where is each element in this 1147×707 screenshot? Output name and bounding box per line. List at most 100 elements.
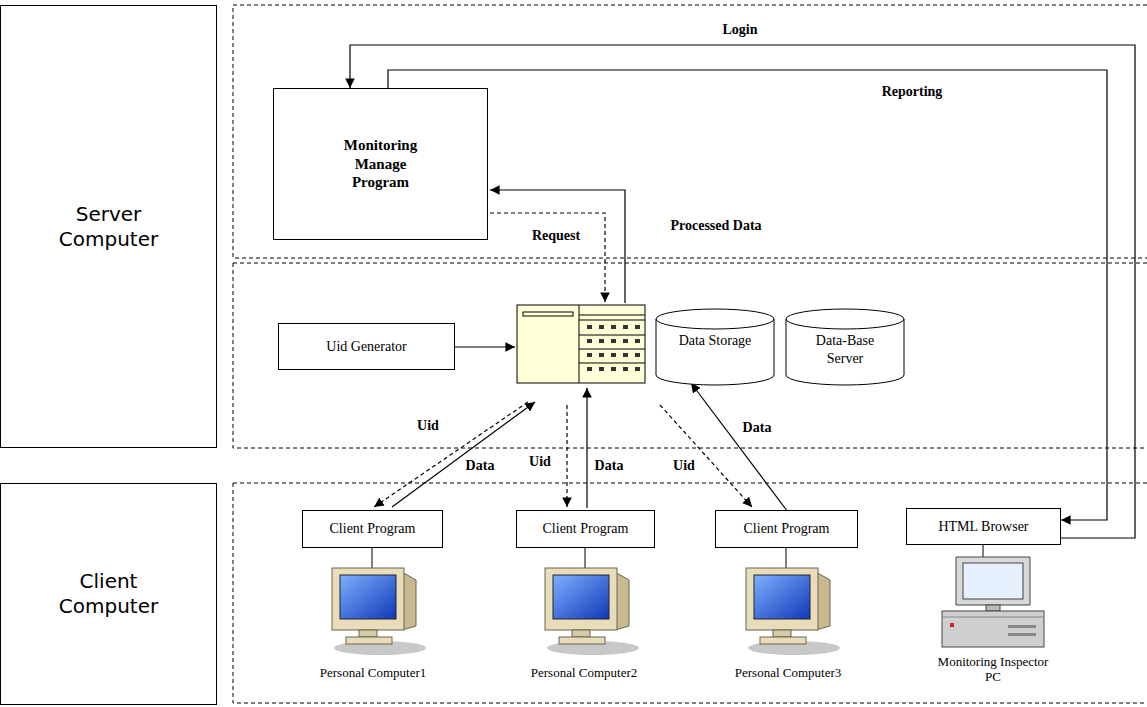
artwork-part [559,637,605,644]
pc-icon [332,568,426,655]
flow-label: Uid [527,454,553,470]
flow-label: Data [593,458,626,474]
node-text: Data Storage [679,332,752,350]
artwork-part [942,617,1044,618]
artwork-part [572,630,590,637]
database-cylinder: Data-Base Server [785,308,905,386]
computer-band: Client Computer [0,483,217,705]
request-arrow [490,213,605,302]
artwork-part [599,367,604,371]
node-text: Client Computer [39,569,179,619]
node-text: Data-Base Server [805,332,885,367]
uid-arrow [374,402,528,507]
artwork-part [635,339,640,343]
server-icon [517,305,645,383]
computer-band: Server Computer [0,5,217,448]
node-text: Monitoring Manage Program [326,136,436,192]
artwork-part [587,325,640,371]
artwork-part [623,325,628,329]
artwork-part [587,367,592,371]
flow-label: Uid [671,458,697,474]
artwork-part [545,568,617,630]
artwork-part [587,339,592,343]
generator-box: Uid Generator [278,323,455,370]
artwork-part [579,335,645,336]
processed-data-arrow [490,190,625,303]
artwork-part [579,320,645,321]
flow-label: Uid [415,418,441,434]
edge-label: Login [720,22,759,38]
client-program-box: Client Program [715,510,858,548]
artwork-part [623,339,628,343]
artwork-part [523,312,573,316]
artwork-part [372,548,373,568]
artwork-part [553,575,609,619]
pc-icon [746,568,840,655]
program-box: Monitoring Manage Program [273,88,488,240]
client-region [233,483,1147,703]
artwork-part [635,325,640,329]
artwork-part [623,353,628,357]
artwork-part [1008,633,1036,636]
region-frames [233,5,1147,703]
node-text: Client Program [744,520,830,538]
storage-cylinder: Data Storage [655,308,775,386]
node-text: Client Program [543,520,629,538]
artwork-part [1008,625,1036,628]
artwork-part [754,575,810,619]
flow-label: Request [530,228,582,244]
uid-arrow [660,405,752,507]
browser-box: HTML Browser [906,508,1061,545]
server-region [233,263,1147,448]
artwork-part [956,557,1030,605]
artwork-part [359,630,377,637]
artwork-part [579,363,645,364]
artwork-part [340,575,396,619]
artwork-part [786,548,787,568]
artwork-part [611,353,616,357]
artwork-part [746,568,818,630]
artwork-part [579,315,645,316]
artwork-part [599,353,604,357]
client-program-box: Client Program [302,510,443,548]
artwork-part [963,563,1023,599]
flow-label: Processed Data [668,218,763,234]
artwork-part [587,325,592,329]
artwork-part [635,353,640,357]
flow-connector [691,383,787,510]
artwork-part [599,339,604,343]
computer-caption: Personal Computer2 [529,666,640,681]
client-program-box: Client Program [516,510,655,548]
artwork-part [585,548,586,568]
computer-caption: Monitoring Inspector PC [931,655,1055,685]
edge-label: Reporting [880,84,945,100]
artwork-part [579,349,645,350]
artwork-part [942,611,1044,647]
computer-caption: Personal Computer3 [733,666,844,681]
pc-leads [372,545,983,568]
artwork-part [332,568,840,655]
artwork-part [983,545,984,557]
node-text: Uid Generator [326,338,406,356]
uid-arrow [566,405,567,507]
data-arrow [392,402,535,507]
artwork-part [986,605,1000,611]
server-region [233,5,1147,258]
artwork-part [623,367,628,371]
node-text: Client Program [330,520,416,538]
inspector-pc-icon [942,557,1044,647]
flow-connector [388,70,1107,520]
edge-label: Data [741,420,774,436]
artwork-part [760,637,806,644]
artwork-part [773,630,791,637]
flow-label: Data [464,458,497,474]
artwork-part [611,367,616,371]
artwork-part [579,305,580,383]
data-arrow [586,388,587,508]
artwork-part [587,353,592,357]
computer-caption: Personal Computer1 [318,666,429,681]
artwork-part [611,325,616,329]
artwork-part [599,325,604,329]
artwork-part [346,637,392,644]
pc-icon [545,568,639,655]
